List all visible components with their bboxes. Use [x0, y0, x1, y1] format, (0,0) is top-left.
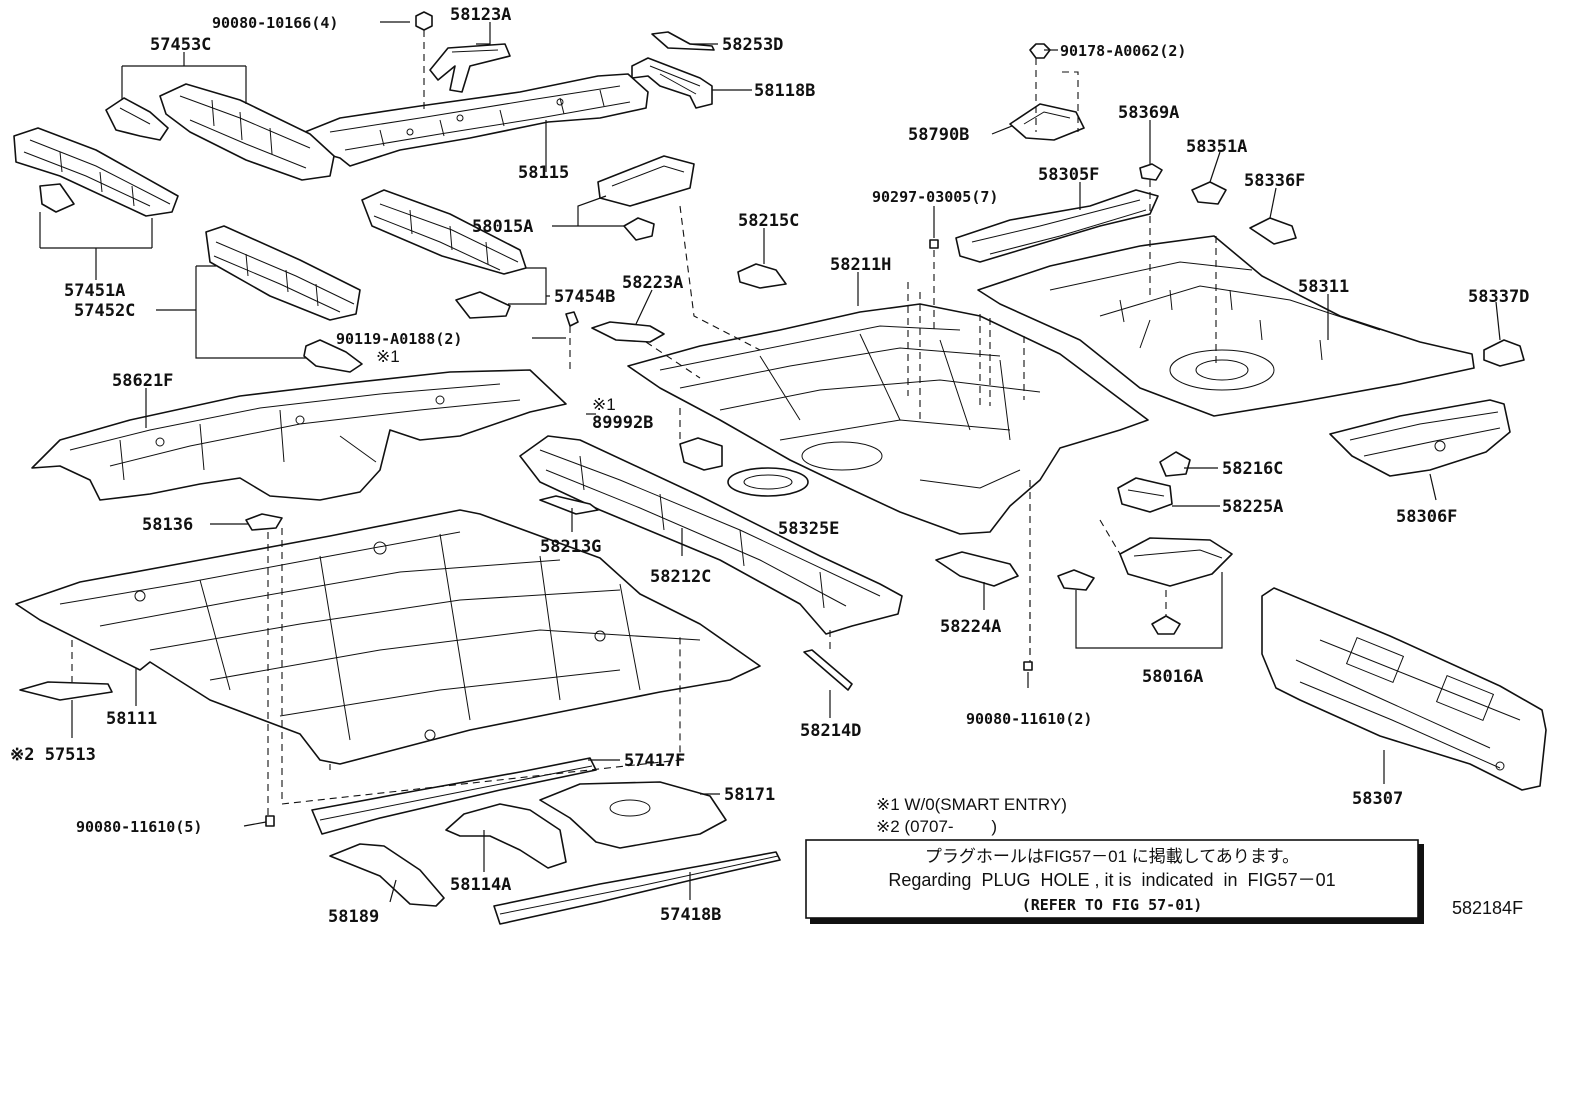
label-57513: ※2 57513 [10, 745, 96, 765]
label-58215c: 58215C [738, 211, 799, 231]
label-58621f: 58621F [112, 371, 173, 391]
part-labels: 90080-10166(4) 58123A 58253D 57453C 5811… [10, 5, 1529, 927]
part-58216c-drawing [1159, 451, 1191, 477]
note-smart-entry: ※1 W/0(SMART ENTRY) [876, 795, 1067, 814]
label-58311: 58311 [1298, 277, 1349, 297]
part-58253d-drawing [651, 31, 715, 51]
label-58225a: 58225A [1222, 497, 1283, 517]
label-58336f: 58336F [1244, 171, 1305, 191]
assembly-lines [71, 30, 1217, 816]
label-90178-a0062: 90178-A0062(2) [1060, 42, 1186, 60]
label-58213g: 58213G [540, 537, 601, 557]
bolts [265, 11, 1033, 827]
label-58325e: 58325E [778, 519, 839, 539]
label-57451a: 57451A [64, 281, 125, 301]
label-58790b: 58790B [908, 125, 969, 145]
label-58253d: 58253D [722, 35, 783, 55]
diagram-id: 582184F [1452, 898, 1523, 918]
part-58171-drawing [539, 781, 727, 849]
part-58136-drawing [245, 513, 283, 531]
label-58171: 58171 [724, 785, 775, 805]
reference-line-refer: (REFER TO FIG 57-01) [1022, 896, 1203, 914]
label-90297-03005: 90297-03005(7) [872, 188, 998, 206]
label-58223a: 58223A [622, 273, 683, 293]
label-58189: 58189 [328, 907, 379, 927]
part-58224a-drawing [935, 551, 1019, 587]
label-57453c: 57453C [150, 35, 211, 55]
part-58336f-drawing [1249, 217, 1297, 245]
label-58214d: 58214D [800, 721, 861, 741]
label-58114a: 58114A [450, 875, 511, 895]
label-58306f: 58306F [1396, 507, 1457, 527]
part-57451a-drawing [13, 127, 179, 217]
part-58115-bracket-drawing [597, 155, 695, 241]
footnotes: ※1 W/0(SMART ENTRY) ※2 (0707- ) [876, 795, 1067, 836]
part-58225a-drawing [1117, 477, 1173, 513]
part-57513-drawing [19, 681, 113, 701]
part-58211h-drawing [627, 303, 1149, 535]
part-58118b-drawing [631, 57, 713, 109]
label-57418b: 57418B [660, 905, 721, 925]
part-58114a-drawing [445, 803, 567, 869]
part-57452c-drawing [205, 225, 363, 373]
part-58305f-drawing [955, 189, 1159, 263]
part-58115-drawing [304, 73, 649, 167]
part-58311-drawing [977, 235, 1475, 417]
label-57417f: 57417F [624, 751, 685, 771]
leader-lines [39, 21, 1501, 903]
part-58307-drawing [1261, 587, 1547, 791]
label-58369a: 58369A [1118, 103, 1179, 123]
label-58351a: 58351A [1186, 137, 1247, 157]
part-58123a-drawing [429, 43, 511, 93]
part-58212c-drawing [519, 435, 903, 635]
label-58015a: 58015A [472, 217, 533, 237]
part-58337d-drawing [1483, 339, 1525, 367]
label-58136: 58136 [142, 515, 193, 535]
label-58337d: 58337D [1468, 287, 1529, 307]
note-date-range: ※2 (0707- ) [876, 817, 997, 836]
label-58123a: 58123A [450, 5, 511, 25]
reference-line-english: Regarding PLUG HOLE , it is indicated in… [888, 870, 1335, 890]
part-58369a-drawing [1139, 163, 1163, 181]
part-89992b-drawing [679, 437, 723, 471]
part-58306f-drawing [1329, 399, 1511, 477]
label-58016a: 58016A [1142, 667, 1203, 687]
part-57454b-drawing [361, 189, 527, 319]
label-90080-11610-2: 90080-11610(2) [966, 710, 1092, 728]
label-90119-a0188: 90119-A0188(2) [336, 330, 462, 348]
part-58213g-drawing [539, 495, 599, 515]
label-58224a: 58224A [940, 617, 1001, 637]
label-58118b: 58118B [754, 81, 815, 101]
part-57453c-drawing [105, 83, 335, 181]
part-57418b-drawing [493, 851, 781, 925]
label-90080-10166: 90080-10166(4) [212, 14, 338, 32]
part-58621f-drawing [31, 369, 567, 501]
label-58216c: 58216C [1222, 459, 1283, 479]
label-57454b: 57454B [554, 287, 615, 307]
label-star1-b: ※1 [592, 395, 616, 414]
label-58111: 58111 [106, 709, 157, 729]
part-58111-drawing [15, 509, 761, 765]
part-58223a-drawing [591, 321, 665, 343]
label-58212c: 58212C [650, 567, 711, 587]
part-58325e-drawing [727, 467, 809, 497]
label-58307: 58307 [1352, 789, 1403, 809]
label-58115: 58115 [518, 163, 569, 183]
label-90080-11610-5: 90080-11610(5) [76, 818, 202, 836]
label-star1-a: ※1 [376, 347, 400, 366]
part-58351a-drawing [1191, 181, 1227, 205]
part-58215c-drawing [737, 263, 787, 289]
label-89992b: 89992B [592, 413, 653, 433]
part-58016a-drawing [1057, 537, 1233, 635]
reference-box: プラグホールはFIG57－01 に掲載してあります。 Regarding PLU… [805, 839, 1424, 924]
label-58305f: 58305F [1038, 165, 1099, 185]
reference-line-japanese: プラグホールはFIG57－01 に掲載してあります。 [925, 847, 1299, 866]
part-58214d-drawing [803, 649, 853, 691]
label-57452c: 57452C [74, 301, 135, 321]
label-58211h: 58211H [830, 255, 891, 275]
part-58189-drawing [329, 843, 445, 907]
